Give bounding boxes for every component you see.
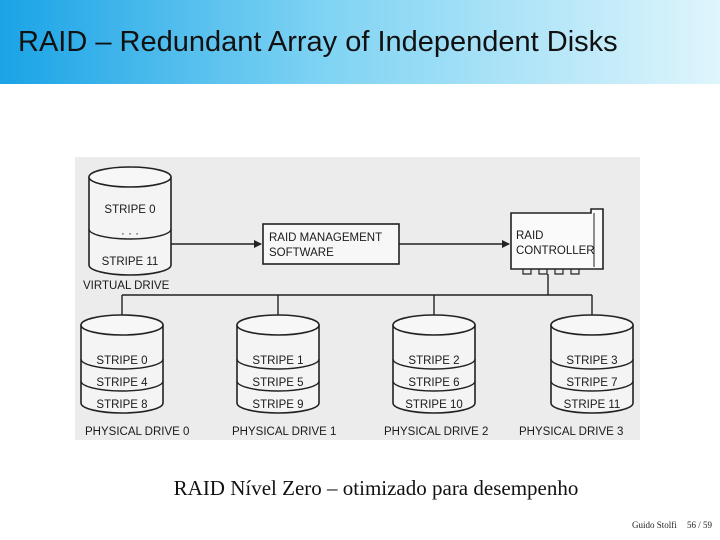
stripe-label: STRIPE 9 bbox=[252, 399, 303, 411]
slide-caption: RAID Nível Zero – otimizado para desempe… bbox=[173, 476, 579, 500]
physical-drive-2: STRIPE 2 STRIPE 6 STRIPE 10 bbox=[392, 314, 476, 414]
virtual-stripe-last: STRIPE 11 bbox=[102, 256, 159, 268]
virtual-stripe-ellipsis: · · · bbox=[121, 228, 139, 240]
virtual-stripe-first: STRIPE 0 bbox=[104, 204, 155, 216]
stripe-label: STRIPE 3 bbox=[566, 355, 617, 367]
stripe-label: STRIPE 10 bbox=[405, 399, 463, 411]
physical-drive-label: PHYSICAL DRIVE 0 bbox=[85, 426, 189, 438]
raid-controller-card: RAID CONTROLLER bbox=[510, 208, 604, 275]
virtual-drive: STRIPE 0 · · · STRIPE 11 bbox=[88, 166, 172, 276]
stripe-label: STRIPE 6 bbox=[408, 377, 459, 389]
stripe-label: STRIPE 2 bbox=[408, 355, 459, 367]
slide-title: RAID – Redundant Array of Independent Di… bbox=[18, 26, 618, 58]
footer-author: Guido Stolfi bbox=[631, 520, 677, 530]
stripe-label: STRIPE 5 bbox=[252, 377, 303, 389]
software-label-line2: SOFTWARE bbox=[269, 247, 334, 259]
stripe-label: STRIPE 11 bbox=[564, 399, 621, 411]
controller-label-line2: CONTROLLER bbox=[516, 245, 595, 257]
physical-drive-3: STRIPE 3 STRIPE 7 STRIPE 11 bbox=[550, 314, 634, 414]
stripe-label: STRIPE 8 bbox=[96, 399, 147, 411]
raid-management-software-box: RAID MANAGEMENT SOFTWARE bbox=[262, 223, 400, 265]
physical-drive-label: PHYSICAL DRIVE 3 bbox=[519, 426, 623, 438]
slide-footer: Guido Stolfi 56 / 59 bbox=[624, 520, 712, 530]
stripe-label: STRIPE 7 bbox=[566, 377, 617, 389]
footer-page-number: 56 / 59 bbox=[686, 520, 712, 530]
physical-drives: STRIPE 0 STRIPE 4 STRIPE 8 PHYSICAL DRIVE 0… bbox=[80, 314, 634, 438]
connection-lines bbox=[118, 240, 596, 326]
software-label-line1: RAID MANAGEMENT bbox=[269, 232, 382, 244]
stripe-label: STRIPE 1 bbox=[252, 355, 303, 367]
physical-drive-1: STRIPE 1 STRIPE 5 STRIPE 9 bbox=[236, 314, 320, 414]
controller-label-line1: RAID bbox=[516, 230, 543, 242]
title-bar: RAID – Redundant Array of Independent Di… bbox=[0, 0, 720, 84]
virtual-drive-label: VIRTUAL DRIVE bbox=[83, 280, 170, 292]
physical-drive-0: STRIPE 0 STRIPE 4 STRIPE 8 bbox=[80, 314, 164, 414]
stripe-label: STRIPE 4 bbox=[96, 377, 148, 389]
raid-diagram: STRIPE 0 · · · STRIPE 11 VIRTUAL DRIVE R… bbox=[75, 157, 640, 440]
physical-drive-label: PHYSICAL DRIVE 2 bbox=[384, 426, 488, 438]
physical-drive-label: PHYSICAL DRIVE 1 bbox=[232, 426, 336, 438]
stripe-label: STRIPE 0 bbox=[96, 355, 147, 367]
